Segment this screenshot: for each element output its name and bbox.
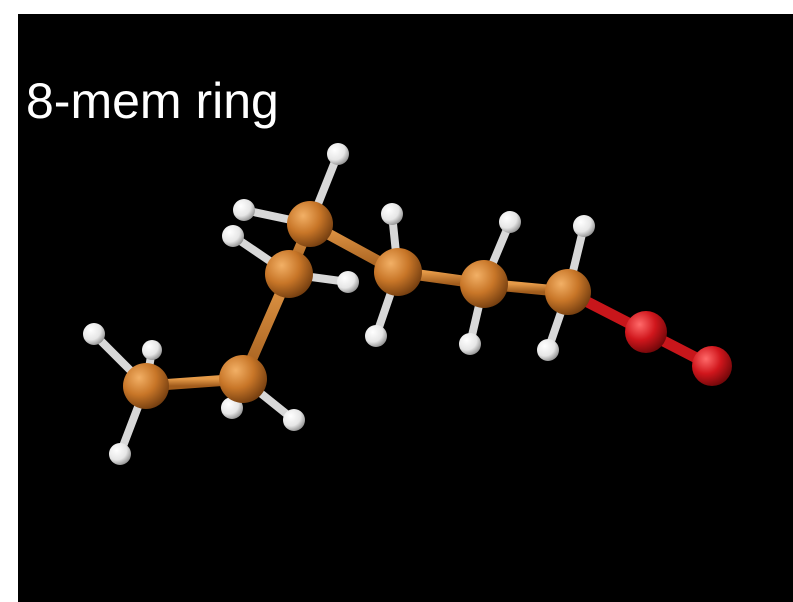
oxygen-atom (692, 346, 732, 386)
hydrogen-atom (365, 325, 387, 347)
molecule-model (83, 143, 732, 465)
carbon-atom (287, 201, 333, 247)
hydrogen-atom (537, 339, 559, 361)
hydrogen-atom (573, 215, 595, 237)
carbon-bonds (140, 218, 574, 392)
carbon-atom (265, 250, 313, 298)
carbon-atom (545, 269, 591, 315)
hydrogen-atom (381, 203, 403, 225)
hydrogen-atom (459, 333, 481, 355)
hydrogen-atom (233, 199, 255, 221)
hydrogen-bonds (90, 150, 588, 458)
hydrogen-atom (222, 225, 244, 247)
hydrogen-atom (327, 143, 349, 165)
carbon-atom (374, 248, 422, 296)
hydrogen-atom (283, 409, 305, 431)
molecule-viewport: 8-mem ring (18, 14, 793, 602)
caption: 8-mem ring (26, 73, 279, 129)
hydrogen-atoms (83, 143, 595, 465)
hydrogen-atom (337, 271, 359, 293)
hydrogen-atom (83, 323, 105, 345)
oxygen-atom (625, 311, 667, 353)
hydrogen-atom (142, 340, 162, 360)
carbon-atom (460, 260, 508, 308)
hydrogen-atom (221, 397, 243, 419)
carbon-atom (123, 363, 169, 409)
carbon-atom (219, 355, 267, 403)
hydrogen-atom (109, 443, 131, 465)
hydrogen-atom (499, 211, 521, 233)
heavy-atoms (123, 201, 732, 409)
